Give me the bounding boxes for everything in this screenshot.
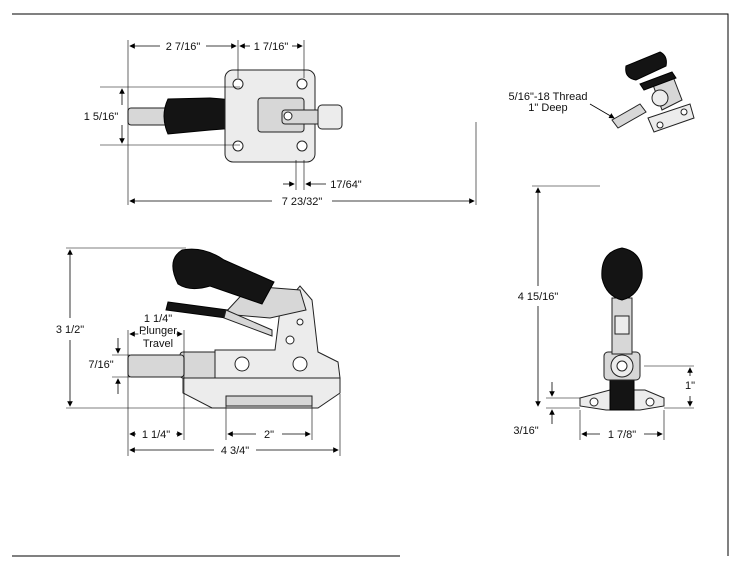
dim-top-height: 1 5/16" xyxy=(84,111,119,123)
front-view-dimensions xyxy=(532,185,694,440)
dim-top-left-width: 2 7/16" xyxy=(166,41,201,53)
top-view xyxy=(127,69,343,163)
dim-overall-length: 4 3/4" xyxy=(221,445,249,457)
side-view-dimensions xyxy=(66,247,341,456)
dim-base-length: 2" xyxy=(264,429,274,441)
thread-note-line2: 1" Deep xyxy=(528,102,567,114)
dim-top-small: 17/64" xyxy=(330,179,362,191)
top-view-dimensions xyxy=(100,40,477,205)
dim-front-height: 4 15/16" xyxy=(518,291,559,303)
dim-top-overall: 7 23/32" xyxy=(282,196,323,208)
isometric-view xyxy=(611,51,695,133)
travel-label: Travel xyxy=(143,338,173,350)
plunger-travel-value: 1 1/4" xyxy=(144,313,172,325)
side-view xyxy=(127,248,341,409)
plunger-label: Plunger xyxy=(139,325,177,337)
thread-leader xyxy=(589,103,615,119)
dim-top-right-width: 1 7/16" xyxy=(254,41,289,53)
dim-front-center: 1" xyxy=(685,380,695,392)
front-view xyxy=(579,247,665,411)
dim-plunger-diameter: 7/16" xyxy=(88,359,113,371)
dim-front-base-thickness: 3/16" xyxy=(513,425,538,437)
dim-front-length: 1 1/4" xyxy=(142,429,170,441)
sheet-border xyxy=(12,13,729,556)
dim-front-width: 1 7/8" xyxy=(608,429,636,441)
thread-note-line1: 5/16"-18 Thread xyxy=(509,91,588,103)
dim-side-height: 3 1/2" xyxy=(56,324,84,336)
